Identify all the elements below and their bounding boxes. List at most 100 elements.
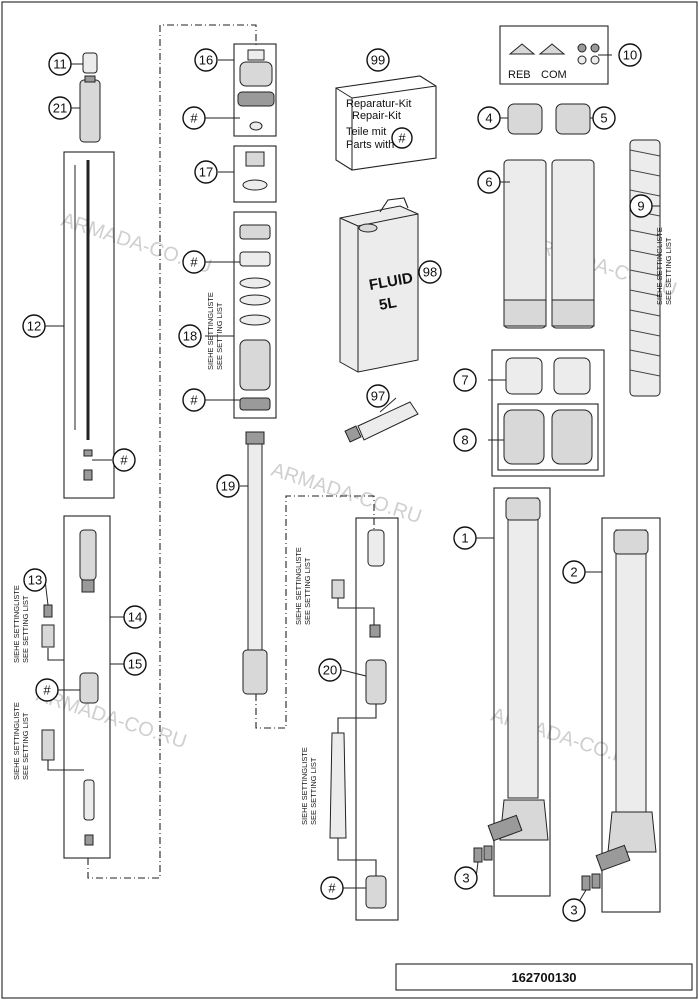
part-11-nut [82,52,98,74]
callout-hash-15-label: # [43,683,51,698]
callout-98: 98 [418,260,442,284]
watermark-3: ARMADA-CO.RU [268,459,424,528]
callout-11: 11 [48,52,72,76]
callout-14: 14 [123,605,147,629]
part-6-tube-left [503,159,547,329]
part-18-ring2 [239,294,271,306]
part-1-tube [507,497,539,799]
grease-tube-body [357,401,419,441]
part-1-foot [487,814,523,842]
frame-part-16 [233,43,277,137]
part-18-ring3 [239,314,271,326]
doc-number: 162700130 [511,970,576,985]
callout-18-label: 18 [183,329,197,344]
part-10-oring3 [577,55,587,65]
leader-20b [337,838,377,876]
part-16-body [239,61,273,87]
callout-2-label: 2 [570,565,577,580]
setting-note-en: SEE SETTING LIST [309,757,318,825]
callout-99: 99 [366,48,390,72]
frame-part-17 [233,145,277,203]
part-10-oring1 [577,43,587,53]
callout-15: 15 [123,652,147,676]
part-2-tube [615,529,647,813]
leader-20c [337,704,377,733]
callout-kit-hash: # [391,127,413,149]
setting-note-en: SEE SETTING LIST [21,595,30,663]
setting-note-left-lower: SIEHE SETTINGLISTE SEE SETTING LIST [12,702,30,780]
callout-19-label: 19 [221,479,235,494]
assembly-path-center [255,495,375,729]
part-4-cap [507,103,543,135]
part-15-valve [79,672,99,704]
frame-part-7 [491,349,605,477]
fluid-can-edge1 [339,217,359,227]
repair-kit-line4: Parts with [346,139,394,151]
part-15-tip [84,834,94,846]
part-13-spring [41,624,55,648]
part-20-spring-long [329,732,347,839]
callout-hash-12: # [112,448,136,472]
part-18-bush2 [239,251,271,267]
callout-19: 19 [216,474,240,498]
part-18-seal [239,397,271,411]
part-12-clip2 [83,469,93,481]
setting-note-right: SIEHE SETTINGLISTE SEE SETTING LIST [655,227,673,305]
repair-kit-box: Reparatur-Kit Repair-Kit Teile mit Parts… [335,75,437,171]
frame-part-15 [63,515,111,859]
setting-note-en: SEE SETTING LIST [303,557,312,625]
callout-hash-20-label: # [328,881,336,896]
callout-hash-20: # [320,876,344,900]
callout-1-label: 1 [461,531,468,546]
part-18-spring-cup [239,339,271,391]
part-2-foot [595,844,631,872]
part-3-bolt-left-2 [483,845,493,861]
part-18-bush1 [239,224,271,240]
leader-20a [337,598,375,625]
callout-20-label: 20 [323,663,337,678]
part-7-bush-right [553,357,591,395]
part-16-cap [247,49,265,61]
setting-note-en: SEE SETTING LIST [21,712,30,780]
part-6-right-bottom [551,299,595,327]
callout-5-label: 5 [600,111,607,126]
frame-part-18 [233,211,277,419]
grease-tube [344,401,419,443]
cap-label-reb: REB [508,69,531,81]
callout-hash-12-label: # [120,453,128,468]
callout-6-label: 6 [485,175,492,190]
callout-6: 6 [477,170,501,194]
callout-7-label: 7 [461,373,468,388]
setting-note-de: SIEHE SETTINGLISTE [12,585,21,663]
callout-7: 7 [453,368,477,392]
repair-kit-line1: Reparatur-Kit [346,98,411,110]
part-19-tube [247,443,263,655]
setting-note-20-lower: SIEHE SETTINGLISTE SEE SETTING LIST [300,747,318,825]
fluid-can-body [339,205,419,373]
fluid-can-label-2: 5L [378,294,398,314]
part-19-base [242,649,268,695]
part-17-nut [245,151,265,167]
setting-note-center: SIEHE SETTINGLISTE SEE SETTING LIST [206,292,224,370]
part-2-top [613,529,649,555]
frame-part-20 [355,517,399,921]
part-21-top [84,75,96,83]
callout-3-left-label: 3 [462,871,469,886]
callout-hash-18-label: # [190,255,198,270]
part-10-oring2 [590,43,600,53]
repair-kit-outline [335,75,437,171]
setting-note-de: SIEHE SETTINGLISTE [12,702,21,780]
callout-18: 18 [178,324,202,348]
part-10-oring4 [590,55,600,65]
setting-note-de: SIEHE SETTINGLISTE [300,747,309,825]
callout-16-label: 16 [199,53,213,68]
setting-note-en: SEE SETTING LIST [664,237,673,305]
callout-hash-18b-label: # [190,393,198,408]
part-20-valve [365,659,387,705]
part-14-base [81,579,95,593]
part-16-ring [237,91,275,107]
part-15-rod [83,779,95,821]
part-20-nut [369,624,381,638]
callout-10-label: 10 [623,48,637,63]
